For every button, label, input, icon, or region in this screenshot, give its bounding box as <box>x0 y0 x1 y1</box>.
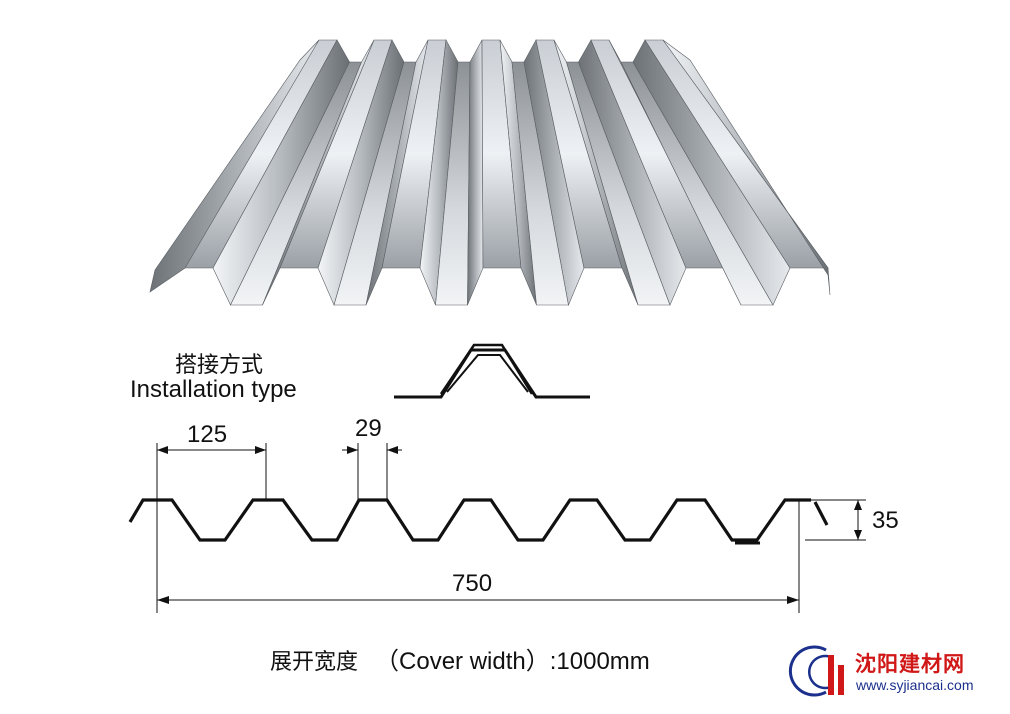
cover-width-cn: 展开宽度 <box>270 650 359 675</box>
dim-pitch-label: 125 <box>187 421 228 448</box>
main-profile <box>128 498 829 545</box>
sheet-left-lip <box>149 39 320 293</box>
dimension-lines <box>156 443 866 613</box>
sheet-right-lip <box>662 39 831 296</box>
end-lip <box>813 501 829 526</box>
install-label-cn: 搭接方式 <box>175 353 264 378</box>
cover-width-text: （Cover width）:1000mm <box>375 648 650 675</box>
watermark-logo <box>788 645 844 697</box>
dim-height-label: 35 <box>872 507 899 534</box>
dim-cover-label: 750 <box>452 570 493 597</box>
corrugated-sheet-illustration <box>149 39 831 307</box>
overlap-profile <box>394 343 590 399</box>
watermark-url: www.syjiancai.com <box>856 677 974 693</box>
sheet-web <box>467 39 484 306</box>
install-label-en: Installation type <box>130 376 297 403</box>
dim-crest-label: 29 <box>355 415 382 442</box>
cover-width-caption: 展开宽度 （Cover width）:1000mm <box>270 641 650 676</box>
watermark-name: 沈阳建材网 <box>855 652 965 676</box>
profile-line <box>128 498 811 542</box>
